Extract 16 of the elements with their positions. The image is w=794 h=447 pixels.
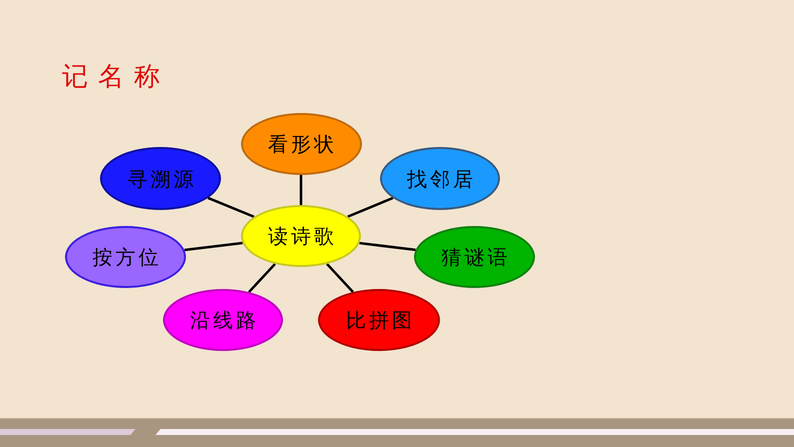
connector-line xyxy=(300,175,302,205)
node-label: 寻溯源 xyxy=(126,166,196,190)
node-label: 按方位 xyxy=(92,245,162,269)
connector-line xyxy=(208,196,254,218)
node-label: 看形状 xyxy=(267,132,337,156)
title: 记名称 xyxy=(62,61,170,94)
node-label: 比拼图 xyxy=(345,308,415,332)
node-label: 读诗歌 xyxy=(267,224,337,248)
node-label: 找邻居 xyxy=(406,166,476,190)
connector-line xyxy=(248,263,276,293)
node-label: 沿线路 xyxy=(189,308,259,332)
connector-line xyxy=(347,196,394,218)
connector-line xyxy=(184,242,243,252)
node-label: 猜谜语 xyxy=(440,245,510,269)
connector-line xyxy=(359,242,416,252)
connector-line xyxy=(326,263,354,293)
